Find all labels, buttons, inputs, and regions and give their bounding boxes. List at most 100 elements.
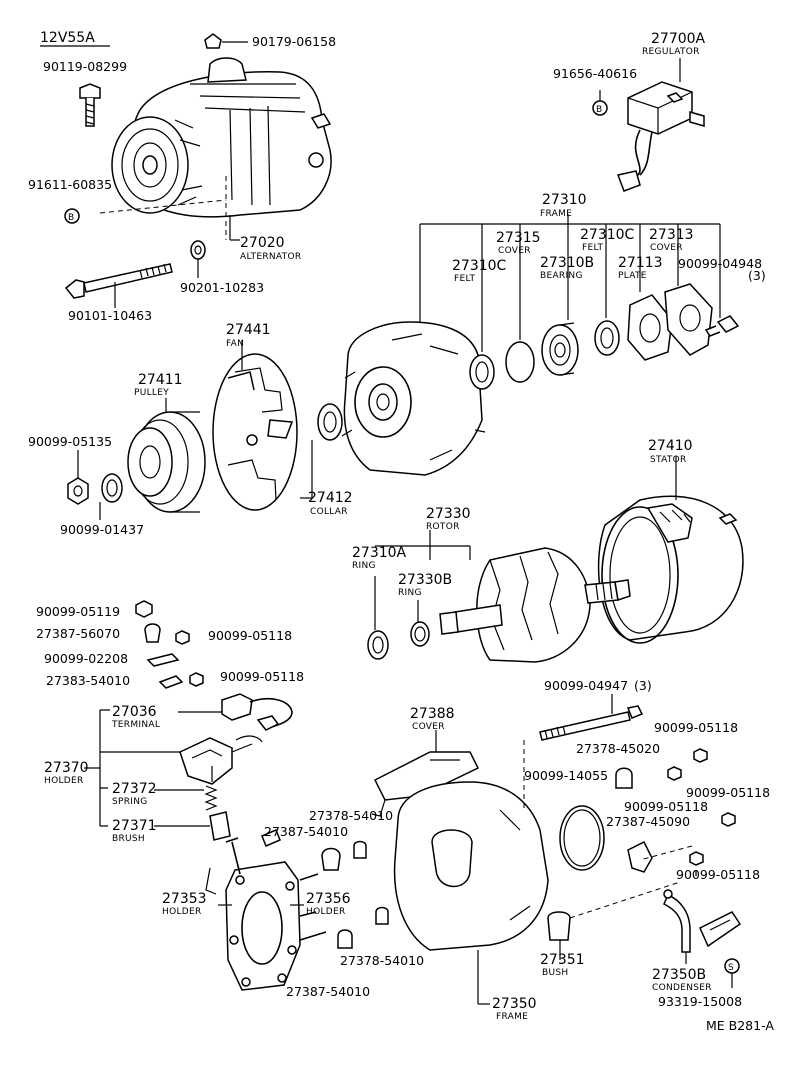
label-90099-05118-f: 90099-05118 (676, 867, 760, 882)
caption-cover-27315: COVER (498, 246, 531, 256)
caption-felt-lower: FELT (454, 274, 476, 284)
rectifier-holder-group (205, 829, 327, 991)
caption-fan: FAN (226, 339, 244, 349)
label-27388: 27388 (410, 706, 455, 722)
caption-collar: COLLAR (310, 507, 348, 517)
label-27330: 27330 (426, 506, 471, 522)
condenser-icon (699, 911, 742, 948)
caption-plate: PLATE (618, 271, 647, 281)
label-27411: 27411 (138, 372, 183, 388)
long-bolt-icon (539, 711, 631, 741)
label-90099-04947: 90099-04947 (544, 678, 628, 693)
label-91656-40616: 91656-40616 (553, 66, 637, 81)
collar-icon (317, 403, 343, 441)
washer-plate-icon (146, 653, 180, 667)
label-90099-04947-qty: (3) (634, 678, 652, 693)
frame-27310-bracket (419, 214, 721, 352)
nut-icon (667, 766, 682, 781)
nut-icon (175, 630, 190, 645)
brush-icon (209, 811, 231, 841)
insulator-group (321, 840, 389, 949)
reference-code: ME B281-A (706, 1018, 774, 1033)
label-27383-54010: 27383-54010 (46, 673, 130, 688)
nut-icon (693, 748, 708, 763)
label-27313: 27313 (649, 227, 694, 243)
label-90099-05118-a: 90099-05118 (208, 628, 292, 643)
felt-ring-icon (469, 354, 495, 390)
label-90099-04948: 90099-04948 (678, 256, 762, 271)
insulator-icon (353, 840, 367, 859)
label-27353: 27353 (162, 891, 207, 907)
caption-brush: BRUSH (112, 834, 145, 844)
label-90201-10283: 90201-10283 (180, 280, 264, 295)
circle-s-label: S (728, 963, 734, 973)
connector-icon (616, 170, 641, 192)
insulator-icon (144, 623, 161, 643)
plate-icon (627, 294, 673, 361)
label-90099-01437: 90099-01437 (60, 522, 144, 537)
caption-ring-27310A: RING (352, 561, 376, 571)
caption-frame-27350: FRAME (496, 1012, 528, 1022)
label-91611-60835: 91611-60835 (28, 177, 112, 192)
bush-icon (547, 911, 571, 941)
caption-cover-27388: COVER (412, 722, 445, 732)
caption-bush: BUSH (542, 968, 568, 978)
label-27310A: 27310A (352, 545, 407, 561)
label-27387-45090: 27387-45090 (606, 814, 690, 829)
label-27378-54010-a: 27378-54010 (309, 808, 393, 823)
caption-holder-27370: HOLDER (44, 776, 84, 786)
fan-icon (212, 353, 298, 511)
drive-end-frame-icon (343, 321, 483, 476)
label-93319-15008: 93319-15008 (658, 994, 742, 1009)
caption-spring: SPRING (112, 797, 148, 807)
alternator-assembly: B (64, 33, 332, 308)
label-90099-05118-b: 90099-05118 (220, 669, 304, 684)
condenser-bracket-icon (663, 894, 691, 953)
label-27356: 27356 (306, 891, 351, 907)
rotor-group (367, 530, 631, 663)
spring-washer-icon (101, 473, 123, 503)
label-90099-14055: 90099-14055 (524, 768, 608, 783)
bolt-head-icon (79, 83, 101, 99)
insulator-icon (375, 906, 389, 925)
circle-b-label: B (596, 105, 602, 115)
caption-felt-upper: FELT (582, 243, 604, 253)
cover-washer-icon (505, 341, 535, 383)
regulator-icon (627, 81, 693, 135)
nut-icon (721, 812, 736, 827)
label-27330B: 27330B (398, 572, 452, 588)
label-90099-05118-c: 90099-05118 (654, 720, 738, 735)
bearing-cover-icon (664, 283, 713, 356)
circle-b-label: B (68, 213, 74, 223)
label-27310B: 27310B (540, 255, 594, 271)
label-90099-05118-e: 90099-05118 (624, 799, 708, 814)
small-hardware-group (135, 600, 204, 689)
regulator-assembly: B (592, 58, 705, 192)
through-bolt-shank-icon (83, 263, 173, 293)
label-27020: 27020 (240, 235, 285, 251)
caption-condenser: CONDENSER (652, 983, 712, 993)
rectifier-holder-icon (225, 861, 301, 991)
caption-pulley: PULLEY (134, 388, 169, 398)
label-90099-05135: 90099-05135 (28, 434, 112, 449)
o-ring-icon (559, 805, 605, 871)
caption-stator: STATOR (650, 455, 687, 465)
caption-alternator: ALTERNATOR (240, 252, 301, 262)
label-27113: 27113 (618, 255, 663, 271)
label-27372: 27372 (112, 781, 157, 797)
screw-icon (716, 315, 740, 333)
terminal-hardware-group: S (615, 748, 742, 988)
label-27387-54010-b: 27387-54010 (286, 984, 370, 999)
caption-terminal: TERMINAL (111, 720, 160, 730)
label-27036: 27036 (112, 704, 157, 720)
label-27410: 27410 (648, 438, 693, 454)
caption-holder-27356: HOLDER (306, 907, 346, 917)
label-27387-56070: 27387-56070 (36, 626, 120, 641)
bearing-icon (541, 324, 579, 376)
label-27370: 27370 (44, 760, 89, 776)
label-27441: 27441 (226, 322, 271, 338)
brush-holder-group (84, 693, 293, 841)
nut-icon (67, 477, 89, 505)
caption-ring-27330B: RING (398, 588, 422, 598)
